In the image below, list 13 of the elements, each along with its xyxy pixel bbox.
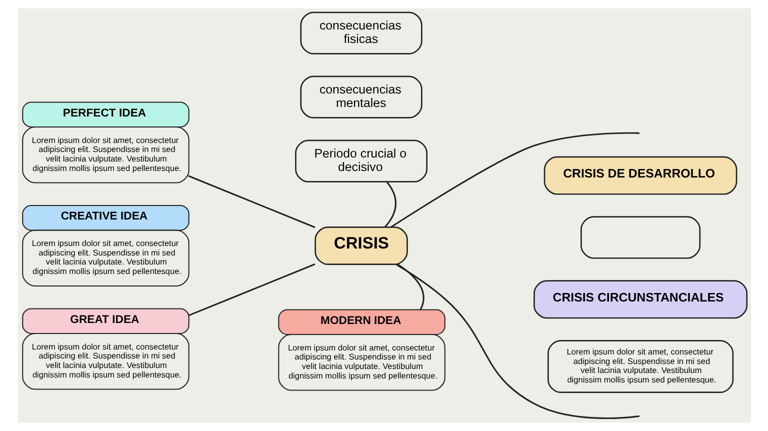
node-box: CRISIS DE DESARROLLO: [543, 156, 737, 195]
connector: [390, 132, 639, 228]
connector: [395, 264, 640, 419]
node-box: Lorem ipsum dolor sit amet, consectetur adipiscing elit. Suspendisse in mi sed velit lacinia vulputate. Vestibulum dignissim mollis ipsum sed pellentesque.: [546, 340, 734, 393]
node-box: [580, 216, 700, 259]
node-box: CRISIS CIRCUNSTANCIALES: [533, 280, 748, 319]
connector: [188, 263, 315, 316]
node-box: consecuencias mentales: [300, 76, 422, 118]
connector: [384, 182, 396, 228]
connector: [188, 175, 315, 228]
node-box: CRISIS: [314, 226, 408, 265]
node-box: Periodo crucial o decisivo: [294, 140, 427, 182]
node-box: consecuencias fisicas: [300, 12, 422, 54]
